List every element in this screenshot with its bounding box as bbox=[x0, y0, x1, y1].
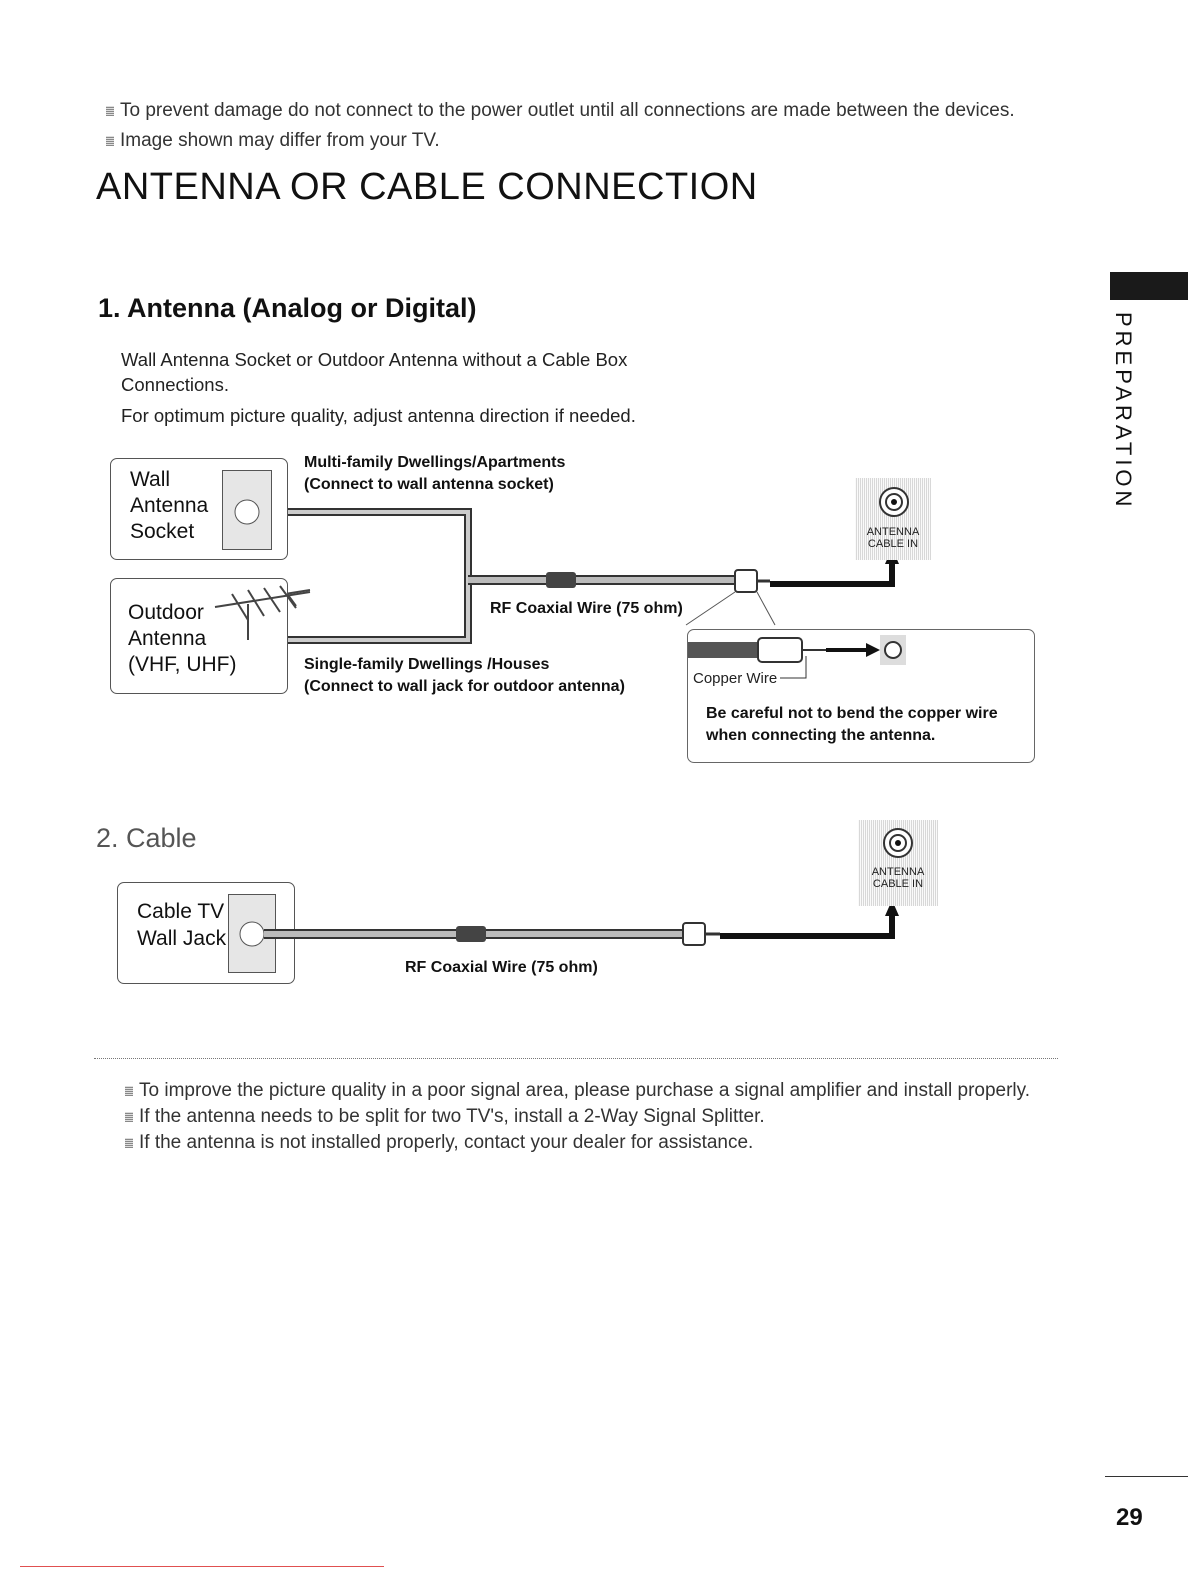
dotted-divider bbox=[94, 1058, 1058, 1059]
outdoor-antenna-label-3: (VHF, UHF) bbox=[128, 653, 237, 676]
caution-line-1: Be careful not to bend the copper wire bbox=[706, 705, 998, 722]
page-number: 29 bbox=[1116, 1504, 1143, 1531]
outdoor-antenna-box bbox=[110, 578, 288, 694]
rf-wire-label: RF Coaxial Wire (75 ohm) bbox=[490, 600, 683, 617]
cable-jack-label-2: Wall Jack bbox=[137, 927, 227, 950]
bottom-note-text: To improve the picture quality in a poor… bbox=[139, 1080, 1031, 1101]
bottom-note-item: If the antenna needs to be split for two… bbox=[125, 1106, 765, 1128]
antenna-heading: 1. Antenna (Analog or Digital) bbox=[98, 293, 477, 323]
cable-rf-wire-label: RF Coaxial Wire (75 ohm) bbox=[405, 959, 598, 976]
outdoor-antenna-label-1: Outdoor bbox=[128, 601, 204, 624]
port-label-1: ANTENNA bbox=[866, 526, 920, 538]
bullet-icon bbox=[106, 136, 114, 146]
wall-plate-icon bbox=[222, 470, 272, 550]
outdoor-antenna-label-2: Antenna bbox=[128, 627, 207, 650]
page-title: ANTENNA OR CABLE CONNECTION bbox=[96, 166, 758, 208]
note-text: Image shown may differ from your TV. bbox=[120, 130, 440, 151]
bullet-icon bbox=[125, 1086, 133, 1096]
copper-wire-label: Copper Wire bbox=[693, 670, 778, 687]
cable-f-connector-icon bbox=[682, 922, 706, 946]
f-connector-icon bbox=[734, 569, 758, 593]
single-family-label: Single-family Dwellings /Houses bbox=[304, 656, 550, 673]
side-tab-label: PREPARATION bbox=[1111, 312, 1136, 511]
bullet-icon bbox=[125, 1138, 133, 1148]
antenna-desc-line-3: For optimum picture quality, adjust ante… bbox=[121, 405, 636, 426]
connection-arrow bbox=[770, 560, 895, 587]
footer-rule bbox=[20, 1566, 384, 1567]
bottom-note-item: If the antenna is not installed properly… bbox=[125, 1132, 753, 1154]
port-label-2: CABLE IN bbox=[867, 538, 919, 550]
page-number-rule bbox=[1105, 1476, 1188, 1477]
cable-heading: 2. Cable bbox=[96, 823, 197, 853]
bottom-note-item: To improve the picture quality in a poor… bbox=[125, 1080, 1030, 1102]
cable-jack-label-1: Cable TV bbox=[137, 900, 225, 923]
note-item: To prevent damage do not connect to the … bbox=[106, 100, 1015, 122]
cable-ferrite-core-icon bbox=[456, 926, 486, 942]
caution-line-2: when connecting the antenna. bbox=[706, 727, 936, 744]
bullet-icon bbox=[106, 106, 114, 116]
single-family-sublabel: (Connect to wall jack for outdoor antenn… bbox=[304, 678, 625, 695]
note-item: Image shown may differ from your TV. bbox=[106, 130, 440, 152]
bottom-note-text: If the antenna needs to be split for two… bbox=[139, 1106, 765, 1127]
wall-antenna-label-3: Socket bbox=[130, 520, 195, 543]
cable-diagram bbox=[228, 894, 899, 973]
wall-cable bbox=[258, 508, 472, 580]
cable-port-label-1: ANTENNA bbox=[871, 866, 925, 878]
multi-family-sublabel: (Connect to wall antenna socket) bbox=[304, 476, 554, 493]
antenna-desc-line-1: Wall Antenna Socket or Outdoor Antenna w… bbox=[121, 349, 628, 370]
copper-wire-detail-diagram bbox=[688, 635, 906, 679]
cable-connection-arrow bbox=[720, 912, 895, 939]
section-tab-marker bbox=[1110, 272, 1188, 300]
bottom-note-text: If the antenna is not installed properly… bbox=[139, 1132, 754, 1153]
wall-antenna-label-2: Antenna bbox=[130, 494, 209, 517]
multi-family-label: Multi-family Dwellings/Apartments bbox=[304, 454, 566, 471]
bullet-icon bbox=[125, 1112, 133, 1122]
wall-antenna-label-1: Wall bbox=[130, 468, 171, 491]
outdoor-antenna-icon bbox=[214, 585, 311, 640]
cable-port-label-2: CABLE IN bbox=[872, 878, 924, 890]
cable-port-icon bbox=[883, 828, 913, 858]
antenna-port-icon bbox=[879, 487, 909, 517]
antenna-desc-line-2: Connections. bbox=[121, 374, 229, 395]
ferrite-core-icon bbox=[546, 572, 576, 588]
note-text: To prevent damage do not connect to the … bbox=[120, 100, 1015, 121]
